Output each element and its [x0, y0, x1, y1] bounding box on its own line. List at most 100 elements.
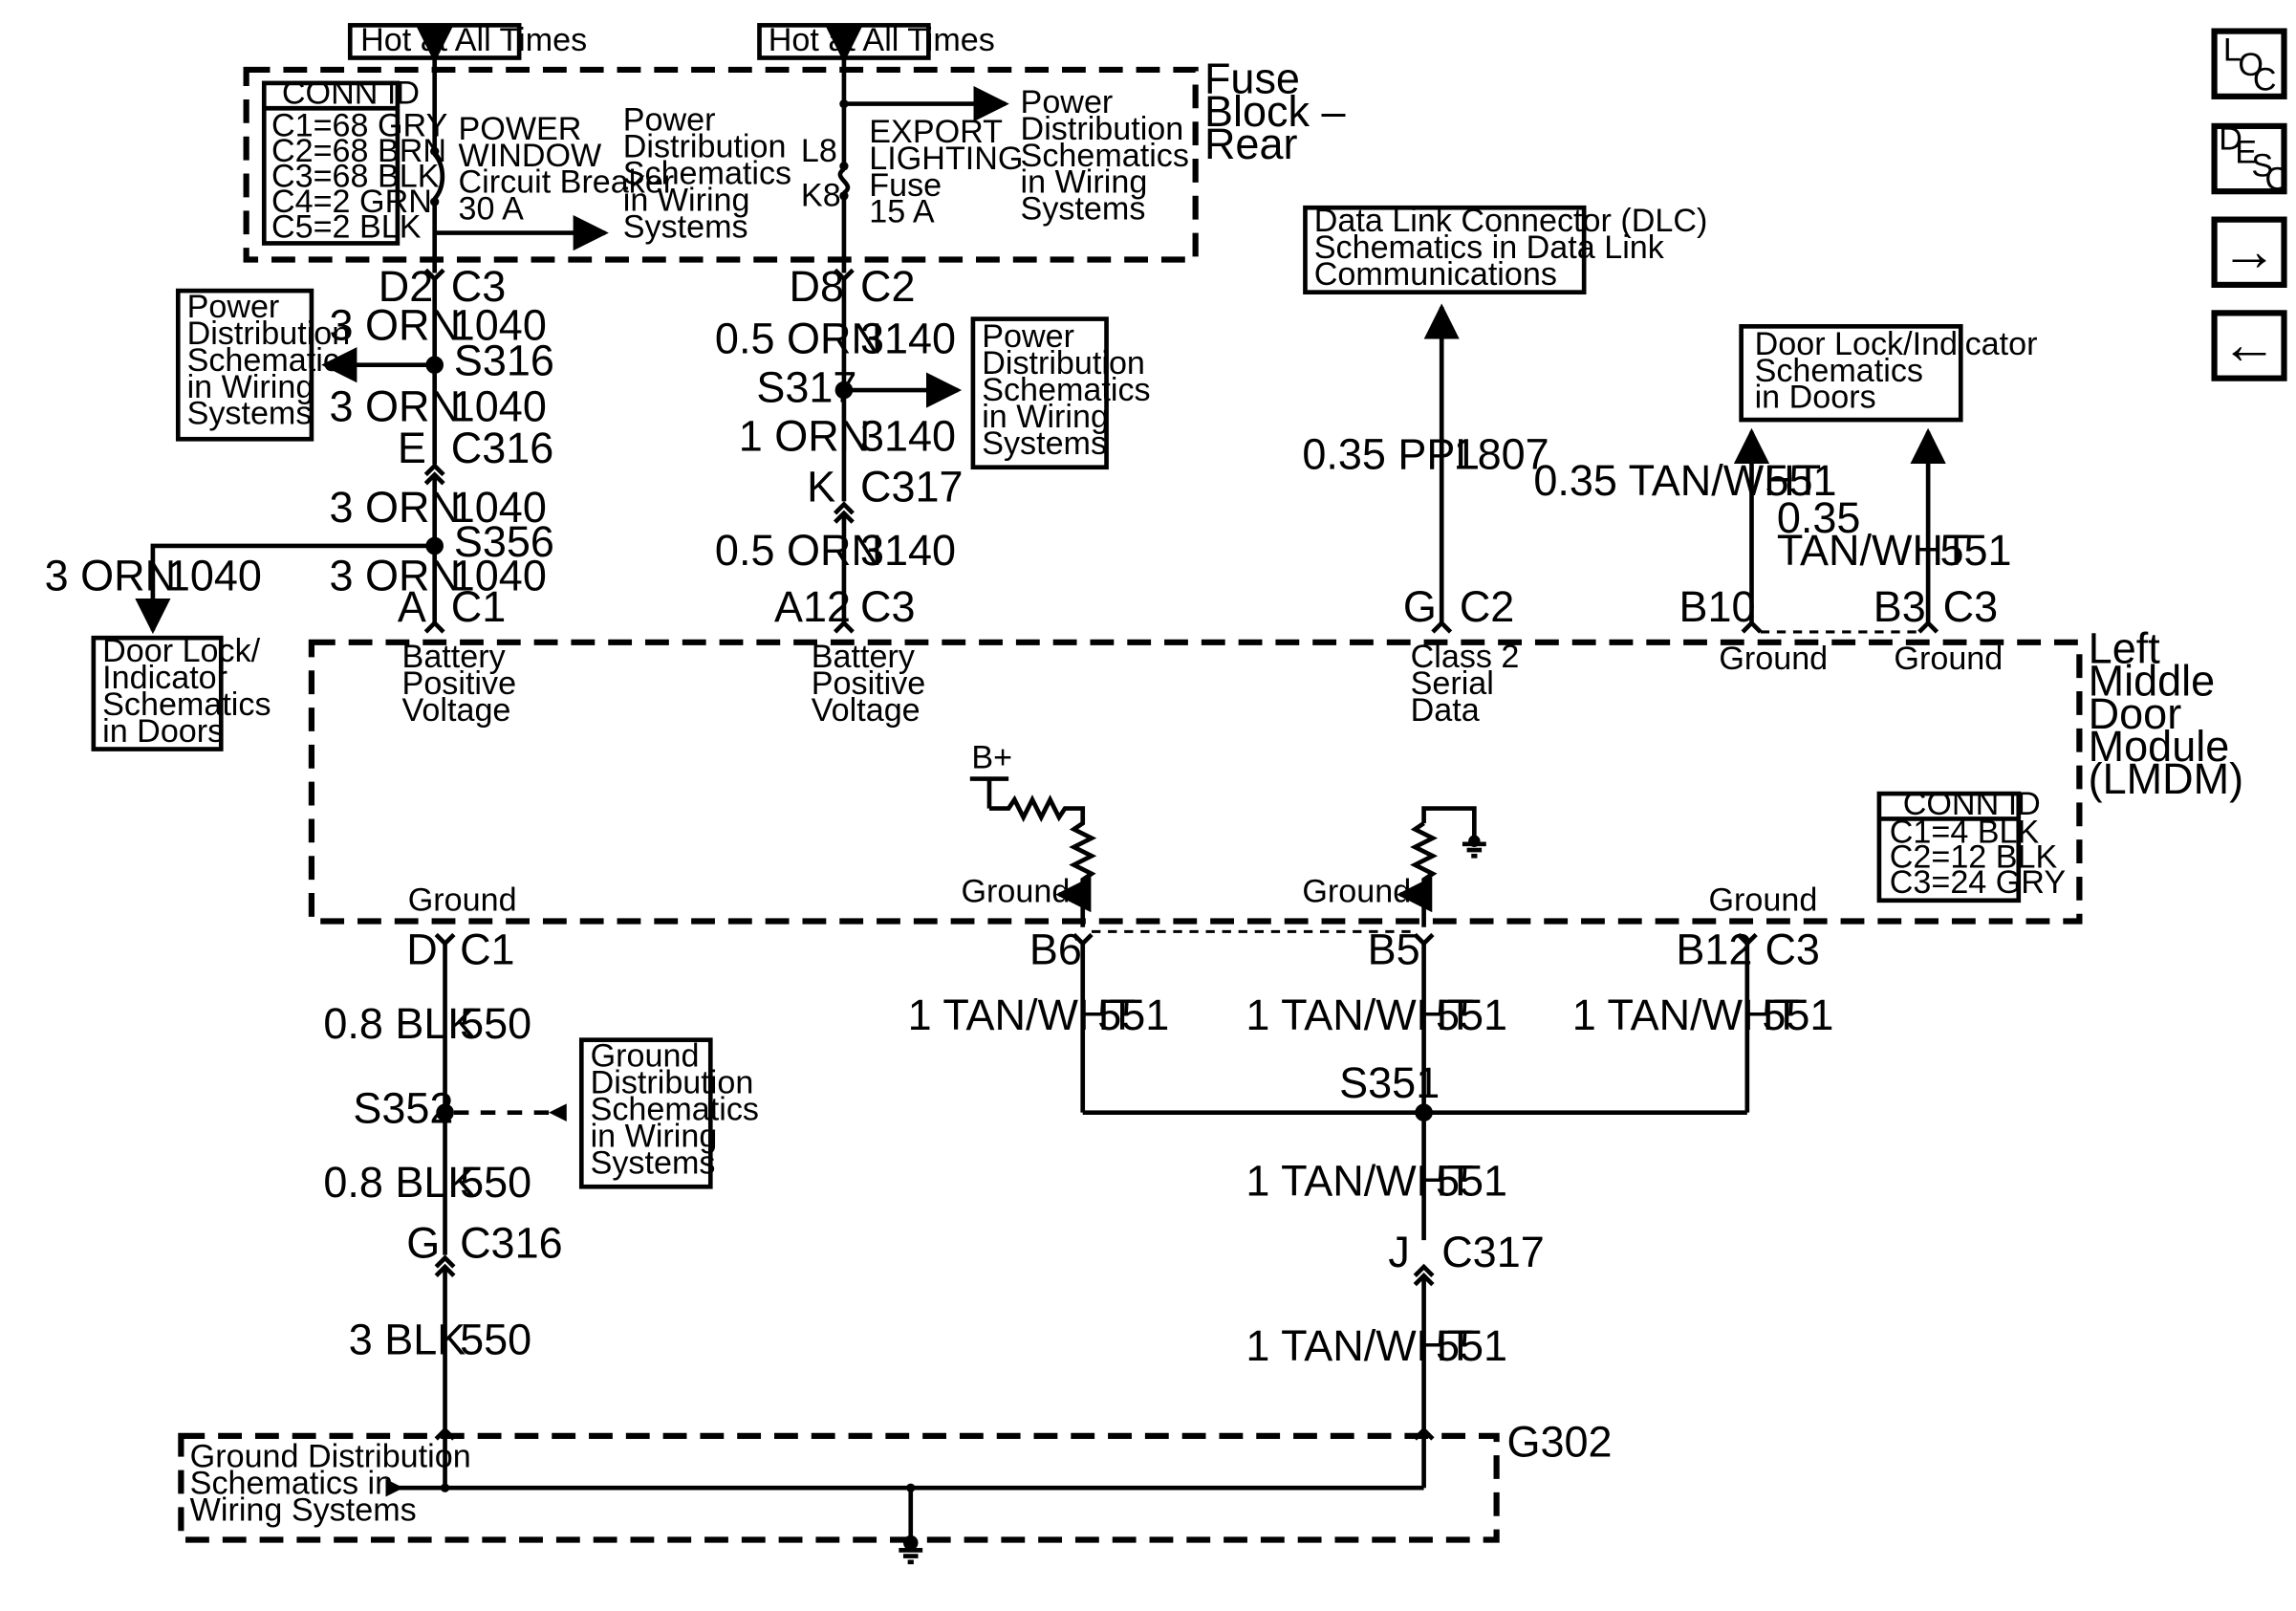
svg-text:(LMDM): (LMDM): [2089, 754, 2243, 803]
g302-ref-text[interactable]: Ground Distribution Schematics in Wiring…: [190, 1438, 471, 1528]
left-circ-3: 1040: [451, 483, 547, 532]
splice-s352-label: S352: [353, 1084, 453, 1133]
power-distribution-ref-box-2[interactable]: [970, 316, 1109, 470]
mid-bottom-conn: C3: [860, 582, 916, 631]
door-lock-ref-box-right[interactable]: [1739, 324, 1963, 423]
next-page-button[interactable]: →: [2211, 216, 2287, 289]
svg-text:D: D: [2219, 121, 2242, 158]
svg-text:POWER: POWER: [459, 111, 582, 147]
svg-text:Schematics: Schematics: [1755, 353, 1923, 389]
ground-label-b5: Ground: [1302, 873, 1411, 909]
svg-text:Data: Data: [1411, 692, 1480, 729]
tan-circ-b12: 551: [1762, 991, 1833, 1039]
ground-circ-3: 550: [460, 1316, 531, 1364]
svg-text:Fuse: Fuse: [869, 167, 942, 204]
fuse-block-outline: [243, 66, 1199, 263]
mid-mid-pin: K: [807, 462, 835, 511]
door-lock-ref-box-left[interactable]: [91, 635, 224, 751]
tan-pin-b12: B12: [1676, 925, 1752, 974]
svg-text:Schematics: Schematics: [187, 342, 356, 379]
svg-text:TAN/WHT: TAN/WHT: [1777, 526, 1970, 575]
svg-text:Positive: Positive: [812, 665, 925, 702]
svg-text:in Wiring: in Wiring: [982, 399, 1109, 435]
svg-text:0.35: 0.35: [1777, 493, 1861, 542]
tan-wire-main: 1 TAN/WHT: [1245, 1157, 1473, 1206]
tan-wire-b6: 1 TAN/WHT: [908, 991, 1136, 1039]
fuse-conn-id-title: CONN ID: [282, 76, 420, 112]
svg-text:C: C: [2264, 162, 2288, 198]
g302-ground-icon: [902, 1535, 919, 1551]
dlc-wire: 0.35 PPL: [1302, 429, 1479, 478]
mid-mid-conn: C317: [860, 462, 964, 511]
power-distribution-ref-box-1[interactable]: [175, 288, 314, 442]
power-distribution-ref-text-2: Power Distribution Schematics in Wiring …: [982, 318, 1150, 462]
svg-text:C1=4 BLK: C1=4 BLK: [1890, 814, 2040, 850]
ground-label-d: Ground: [408, 882, 517, 919]
tan-conn: C3: [1765, 925, 1820, 974]
splice-s316-label: S316: [454, 337, 554, 385]
svg-text:L: L: [2223, 33, 2242, 69]
ground-wire-2: 0.8 BLK: [323, 1158, 476, 1207]
loc-button[interactable]: L O C: [2211, 28, 2287, 99]
ground-circ-1: 550: [460, 999, 531, 1048]
tan-circ-b5: 551: [1436, 991, 1507, 1039]
svg-text:C1=68 GRY: C1=68 GRY: [271, 108, 448, 144]
ground-mid-pin: G: [406, 1219, 440, 1268]
splice-s352: [436, 1103, 454, 1121]
g302-label: G302: [1506, 1418, 1612, 1467]
svg-text:Class 2: Class 2: [1411, 639, 1520, 675]
left-circ-2: 1040: [451, 382, 547, 431]
left-circ-4: 1040: [451, 552, 547, 600]
fuse-ref-label: Power Distribution Schematics in Wiring …: [1021, 84, 1189, 228]
fuse-pin-l8: L8: [801, 133, 837, 169]
ground-top-pin: D: [406, 925, 438, 974]
mid-circ-2: 3140: [860, 412, 956, 461]
dlc-pin: G: [1403, 582, 1437, 631]
mid-top-conn: C2: [860, 262, 916, 311]
svg-text:Ground Distribution: Ground Distribution: [190, 1438, 471, 1474]
lmdm-conn-id-box: [1876, 791, 2022, 903]
circuit-breaker-label: POWER WINDOW Circuit Breaker 30 A: [459, 111, 675, 228]
desc-button[interactable]: D E S C: [2211, 121, 2288, 198]
svg-text:Schematics in Data Link: Schematics in Data Link: [1314, 229, 1665, 266]
fuse-block-title: Fuse Block – Rear: [1204, 54, 1346, 168]
svg-text:C2=68 BRN: C2=68 BRN: [271, 133, 446, 169]
left-bottom-conn: C1: [451, 582, 507, 631]
svg-text:O: O: [2238, 47, 2264, 83]
fuse-label: EXPORT LIGHTING Fuse 15 A: [869, 114, 1023, 230]
svg-text:in Wiring: in Wiring: [187, 369, 314, 405]
left-top-conn: C3: [451, 262, 507, 311]
svg-text:Middle: Middle: [2089, 657, 2216, 706]
prev-page-button[interactable]: ←: [2211, 310, 2287, 381]
lmdm-outline: [308, 639, 2083, 925]
bpv-label-2: Battery Positive Voltage: [812, 639, 925, 729]
chassis-ground-icon: [1468, 835, 1481, 847]
svg-text:S: S: [2251, 148, 2273, 185]
right-arrow-icon: →: [2221, 220, 2278, 282]
dlc-ref-box[interactable]: [1303, 205, 1587, 294]
door-lock-ref-text-right: Door Lock/Indicator Schematics in Doors: [1755, 326, 2038, 416]
svg-text:Serial: Serial: [1411, 665, 1494, 702]
left-mid-conn: C316: [451, 424, 554, 472]
mid-wire-3: 0.5 ORN: [715, 526, 882, 575]
left-bottom-pin: A: [398, 582, 426, 631]
splice-s356-label: S356: [454, 517, 554, 566]
left-wire-4: 3 ORN: [330, 552, 461, 600]
pullup-resistor: [988, 795, 1097, 927]
tan-circ-ground: 551: [1436, 1321, 1507, 1370]
bpv-label-1: Battery Positive Voltage: [402, 639, 517, 729]
tan-wire-b12: 1 TAN/WHT: [1572, 991, 1800, 1039]
svg-text:C5=2 BLK: C5=2 BLK: [271, 208, 422, 245]
splice-s351: [1415, 1103, 1433, 1121]
mid-wire-2: 1 ORN: [739, 412, 870, 461]
mid-circ-3: 3140: [860, 526, 956, 575]
svg-text:Systems: Systems: [982, 425, 1107, 462]
svg-text:Block –: Block –: [1204, 87, 1346, 136]
svg-text:Wiring Systems: Wiring Systems: [190, 1491, 417, 1528]
left-wire-2: 3 ORN: [330, 382, 461, 431]
ground-distribution-ref-box[interactable]: [578, 1037, 713, 1189]
ground-wire-1: 0.8 BLK: [323, 999, 476, 1048]
svg-text:Positive: Positive: [402, 665, 517, 702]
svg-text:Schematics: Schematics: [102, 686, 271, 723]
dlc-circ: 1807: [1454, 429, 1549, 478]
